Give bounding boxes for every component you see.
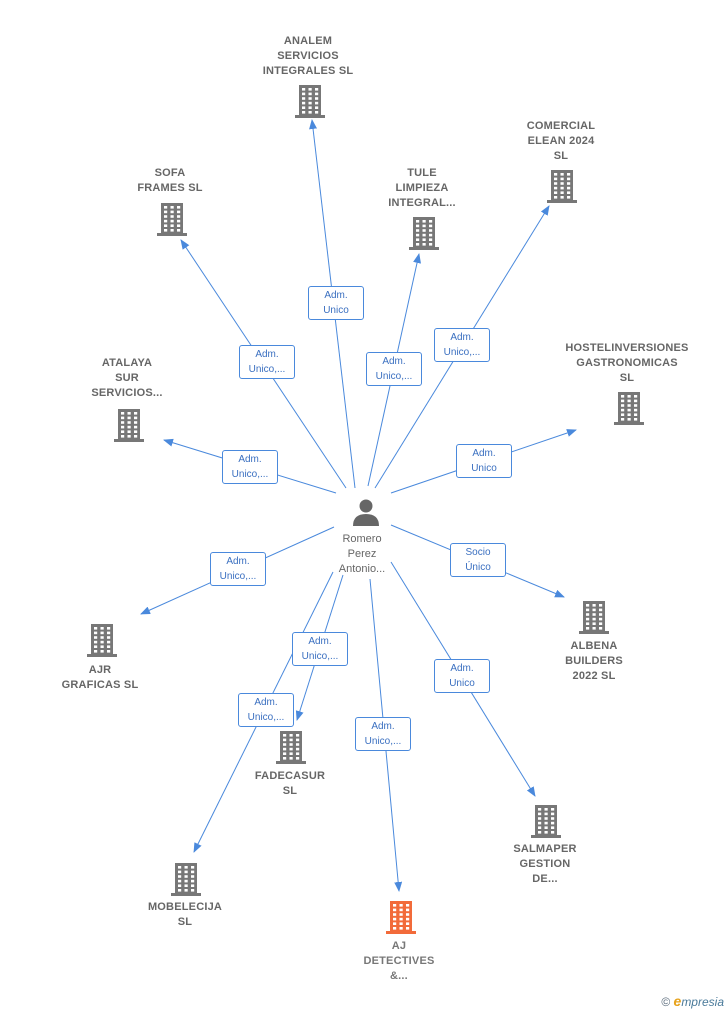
building-icon-analem[interactable] — [295, 85, 325, 118]
building-icon-salmaper[interactable] — [531, 805, 561, 838]
center-person-label: Romero Perez Antonio... — [338, 533, 386, 575]
edge-label-comercial[interactable]: Adm.Unico,... — [434, 328, 490, 362]
brand-logo-text: mpresia — [681, 995, 724, 1009]
edge-label-tule[interactable]: Adm.Unico,... — [366, 352, 422, 386]
footer-brand: © empresia — [661, 993, 724, 1009]
brand-logo-e: e — [673, 993, 682, 1009]
building-icon-tule[interactable] — [409, 217, 439, 250]
building-icon-atalaya[interactable] — [114, 409, 144, 442]
building-icon-fadecasur[interactable] — [276, 731, 306, 764]
building-icon-hostel[interactable] — [614, 392, 644, 425]
building-icon-sofa[interactable] — [157, 203, 187, 236]
building-icon-albena[interactable] — [579, 601, 609, 634]
edge-label-fadecasur[interactable]: Adm.Unico,... — [292, 632, 348, 666]
edge-label-aj[interactable]: Adm.Unico,... — [355, 717, 411, 751]
edge-label-hostel[interactable]: Adm.Unico — [456, 444, 512, 478]
building-icon-aj[interactable] — [386, 901, 416, 934]
person-icon[interactable] — [353, 499, 379, 527]
edge-label-ajr[interactable]: Adm.Unico,... — [210, 552, 266, 586]
edge-label-atalaya[interactable]: Adm.Unico,... — [222, 450, 278, 484]
copyright-symbol: © — [661, 995, 671, 1009]
edge-label-mobelecija[interactable]: Adm.Unico,... — [238, 693, 294, 727]
building-icon-mobelecija[interactable] — [171, 863, 201, 896]
building-icon-comercial[interactable] — [547, 170, 577, 203]
edge-label-salmaper[interactable]: Adm.Unico — [434, 659, 490, 693]
edge-label-analem[interactable]: Adm.Unico — [308, 286, 364, 320]
edge-label-sofa[interactable]: Adm.Unico,... — [239, 345, 295, 379]
building-icon-ajr[interactable] — [87, 624, 117, 657]
